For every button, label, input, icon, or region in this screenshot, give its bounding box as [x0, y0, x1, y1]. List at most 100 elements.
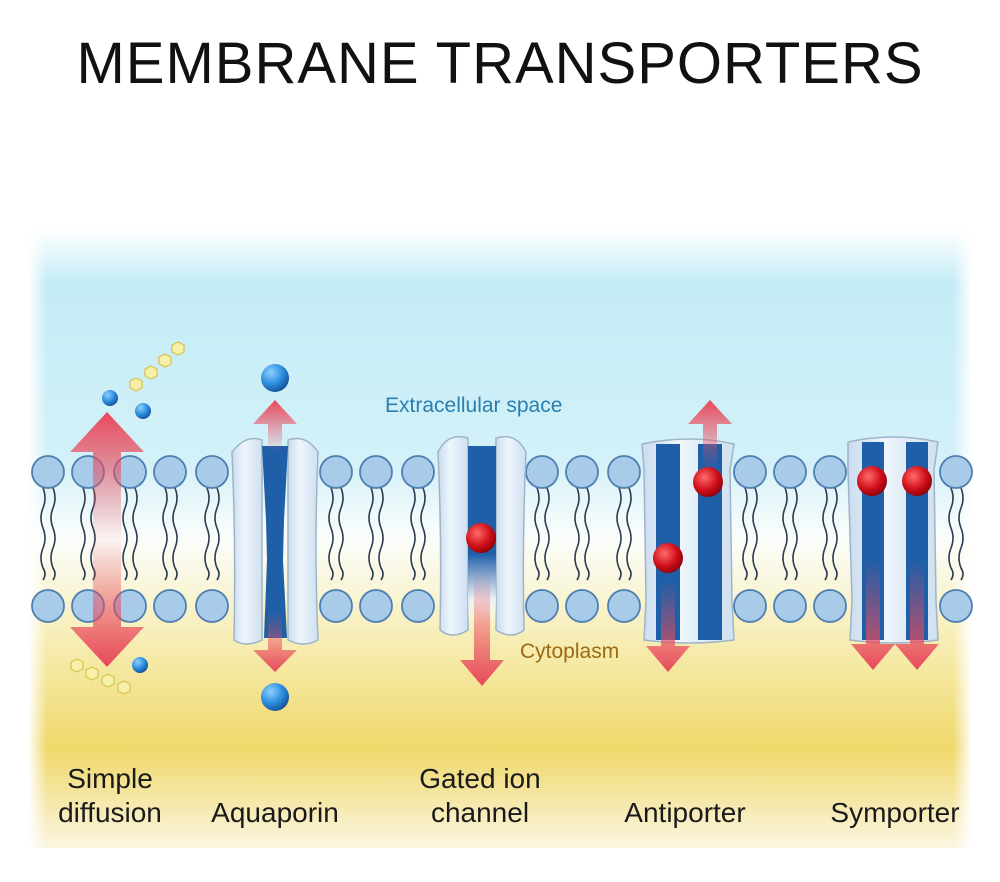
- lipid-tail: [832, 487, 838, 581]
- label-line: Gated ion: [419, 763, 541, 794]
- ion: [902, 466, 932, 496]
- lipid-tail: [214, 487, 220, 581]
- lipid-tail: [378, 487, 384, 581]
- symporter: [847, 436, 939, 670]
- lipid-head: [31, 589, 65, 623]
- lipid-head: [525, 589, 559, 623]
- lipid-tail: [420, 487, 426, 581]
- label-gated-ion-channel: Gated ion channel: [400, 762, 560, 830]
- extracellular-label: Extracellular space: [385, 394, 563, 417]
- aquaporin-arrow-down: [253, 612, 297, 672]
- lipid-head: [565, 455, 599, 489]
- ion: [653, 543, 683, 573]
- ion: [857, 466, 887, 496]
- lipid-tail: [50, 487, 56, 581]
- lipid-tail: [752, 487, 758, 581]
- lipid-tail: [782, 487, 788, 581]
- lipid-head: [733, 455, 767, 489]
- aquaporin-arrow-up: [253, 400, 297, 452]
- aquaporin-channel: [262, 446, 288, 638]
- gated-channel-arrow-down: [460, 570, 504, 686]
- lipid-head: [773, 455, 807, 489]
- antiporter-arrow-down: [646, 580, 690, 672]
- water-molecule: [261, 683, 289, 711]
- ion: [466, 523, 496, 553]
- lipid-tail: [328, 487, 334, 581]
- lipid-tail: [822, 487, 828, 581]
- water-molecule: [261, 364, 289, 392]
- lipid-head: [733, 589, 767, 623]
- label-line: [195, 762, 355, 796]
- label-line: Simple: [67, 763, 153, 794]
- gated-channel-protein-left: [437, 435, 469, 636]
- lipid-head: [153, 455, 187, 489]
- label-simple-diffusion: Simple diffusion: [40, 762, 180, 830]
- lipid-head: [319, 455, 353, 489]
- cytoplasm-label: Cytoplasm: [520, 640, 620, 663]
- label-antiporter: Antiporter: [605, 762, 765, 830]
- lipid-tail: [80, 487, 86, 581]
- lipid-head: [525, 455, 559, 489]
- lipid-tail: [410, 487, 416, 581]
- lipid-tail: [368, 487, 374, 581]
- lipid-tail: [172, 487, 178, 581]
- lipid-tail: [162, 487, 168, 581]
- lipid-tail: [574, 487, 580, 581]
- label-line: Aquaporin: [211, 797, 339, 828]
- symporter-arrow-down-a: [851, 560, 895, 670]
- antiporter: [641, 400, 735, 672]
- lipid-head: [565, 589, 599, 623]
- sugar-chain-top: [129, 341, 185, 392]
- lipid-tail: [338, 487, 344, 581]
- aquaporin-protein-left: [231, 437, 263, 645]
- lipid-tail: [948, 487, 954, 581]
- lipid-head: [813, 589, 847, 623]
- lipid-tail: [40, 487, 46, 581]
- lipid-tail: [584, 487, 590, 581]
- aquaporin: [231, 364, 319, 711]
- antiporter-arrow-up: [688, 400, 732, 470]
- lipid-head: [359, 455, 393, 489]
- lipid-tail: [616, 487, 622, 581]
- label-line: [815, 762, 975, 796]
- label-line: channel: [430, 797, 530, 828]
- lipid-head: [31, 455, 65, 489]
- lipid-head: [607, 589, 641, 623]
- ion: [693, 467, 723, 497]
- lipid-head: [607, 455, 641, 489]
- lipid-tail: [122, 487, 128, 581]
- diagram-title: MEMBRANE TRANSPORTERS: [76, 31, 924, 96]
- label-line: Symporter: [830, 797, 960, 828]
- label-line: Antiporter: [624, 797, 746, 828]
- small-molecule: [135, 403, 151, 419]
- lipid-tail: [626, 487, 632, 581]
- lipid-tail: [534, 487, 540, 581]
- gated-ion-channel: [437, 435, 527, 686]
- lipid-heads: [31, 455, 973, 623]
- lipid-tail: [204, 487, 210, 581]
- small-molecule: [102, 390, 118, 406]
- lipid-tail: [958, 487, 964, 581]
- small-molecule: [132, 657, 148, 673]
- lipid-tail: [742, 487, 748, 581]
- lipid-head: [773, 589, 807, 623]
- lipid-head: [359, 589, 393, 623]
- lipid-head: [195, 589, 229, 623]
- symporter-arrow-down-b: [895, 560, 939, 670]
- lipid-tail: [544, 487, 550, 581]
- aquaporin-protein-right: [287, 437, 319, 645]
- simple-diffusion: [70, 341, 185, 695]
- lipid-head: [939, 589, 973, 623]
- lipid-head: [939, 455, 973, 489]
- label-symporter: Symporter: [815, 762, 975, 830]
- lipid-tail: [132, 487, 138, 581]
- lipid-head: [153, 589, 187, 623]
- lipid-head: [319, 589, 353, 623]
- label-aquaporin: Aquaporin: [195, 762, 355, 830]
- lipid-head: [401, 455, 435, 489]
- lipid-tail: [792, 487, 798, 581]
- gated-channel-protein-right: [495, 435, 527, 636]
- label-line: diffusion: [58, 797, 162, 828]
- sugar-chain-bottom: [70, 658, 131, 695]
